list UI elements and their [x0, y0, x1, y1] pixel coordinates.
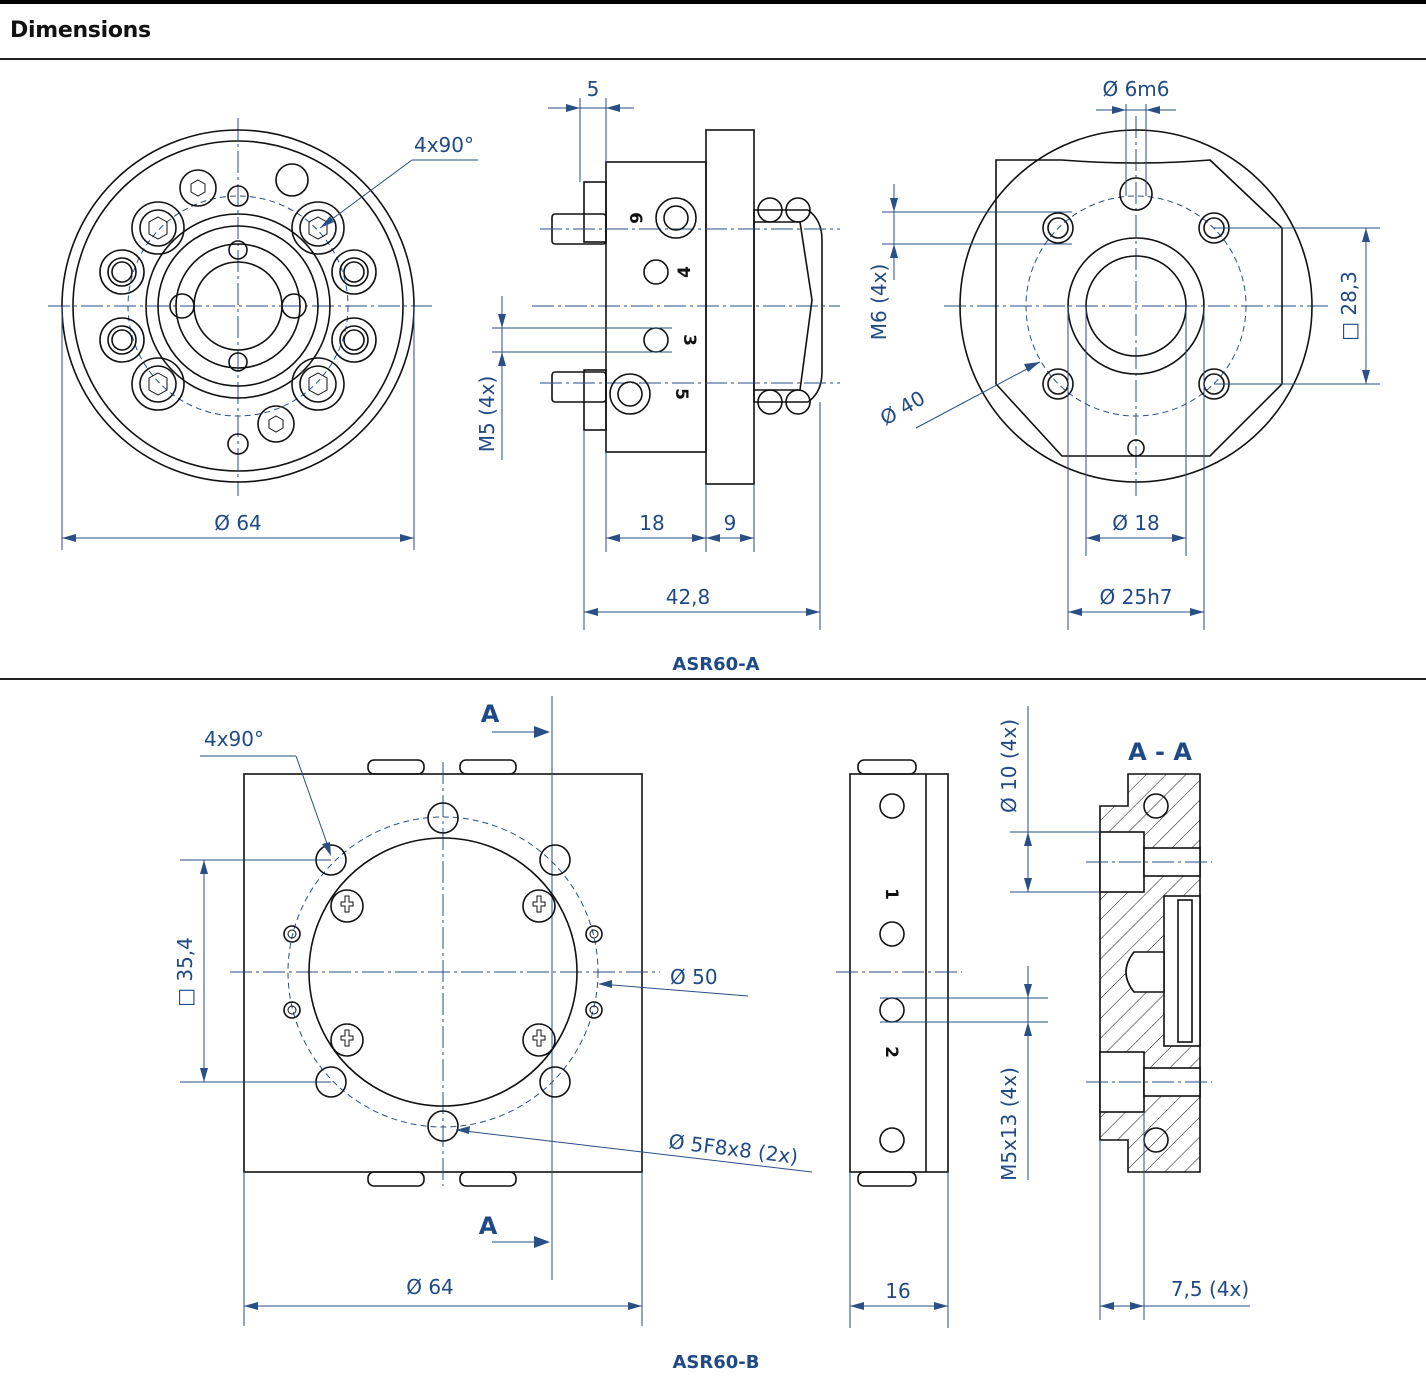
dim-b-d10: Ø 10 (4x): [997, 719, 1021, 813]
port-number-b-2: 2: [881, 1046, 901, 1058]
section-marker-top: A: [481, 700, 500, 728]
port-number-a-3: 3: [679, 334, 699, 346]
dim-a-6m6: Ø 6m6: [1102, 77, 1169, 101]
dim-a-28-3: □ 28,3: [1337, 271, 1361, 341]
dim-b-d50: Ø 50: [670, 965, 718, 989]
dim-a-diameter-64: Ø 64: [214, 511, 262, 535]
port-number-b-1: 1: [881, 888, 901, 900]
dim-a-m5: M5 (4x): [475, 376, 499, 453]
port-number-a-6: 6: [625, 212, 645, 224]
asr60a-front-view: Ø 64 4x90°: [48, 118, 478, 550]
asr60a-side-view: 6 4 3 5 5 M5 (4x) 18 9 42,8: [475, 77, 840, 630]
port-number-a-5: 5: [671, 388, 691, 400]
dim-b-d64: Ø 64: [406, 1275, 454, 1299]
header-divider: [0, 58, 1426, 60]
dim-a-m6: M6 (4x): [867, 264, 891, 341]
dim-a-9: 9: [724, 511, 737, 535]
dim-a-25h7: Ø 25h7: [1100, 585, 1173, 609]
dim-a-angle: 4x90°: [414, 133, 474, 157]
caption-asr60b: ASR60-B: [673, 1352, 760, 1373]
dim-a-18: 18: [639, 511, 664, 535]
dim-a-5: 5: [587, 77, 600, 101]
top-border: [0, 0, 1426, 4]
port-number-a-4: 4: [675, 266, 695, 278]
dim-a-d40: Ø 40: [876, 386, 929, 431]
caption-asr60a: ASR60-A: [672, 654, 759, 675]
page-title: Dimensions: [10, 18, 151, 43]
asr60b-section-view: A - A Ø 10 (4x) 7,5 (4x): [997, 706, 1250, 1320]
asr60a-rear-view: Ø 6m6 M6 (4x) □ 28,3 Ø 40 Ø 18 Ø 25h7: [867, 77, 1380, 630]
dim-b-m5x13: M5x13 (4x): [997, 1067, 1021, 1181]
dim-a-d18: Ø 18: [1112, 511, 1160, 535]
dim-b-angle: 4x90°: [204, 727, 264, 751]
dim-a-42-8: 42,8: [666, 585, 711, 609]
section-marker-bottom: A: [479, 1212, 498, 1240]
dim-b-16: 16: [885, 1279, 910, 1303]
asr60b-front-view: A A 4x90° □ 35,4 Ø 50 Ø 5F8x8 (2x) Ø 64: [173, 696, 813, 1326]
asr60b-side-view: 1 2 M5x13 (4x) 16: [836, 759, 1048, 1328]
dim-b-35-4: □ 35,4: [173, 937, 197, 1007]
section-title: A - A: [1128, 738, 1192, 766]
section-divider: [0, 678, 1426, 680]
dim-b-7-5: 7,5 (4x): [1171, 1277, 1249, 1301]
